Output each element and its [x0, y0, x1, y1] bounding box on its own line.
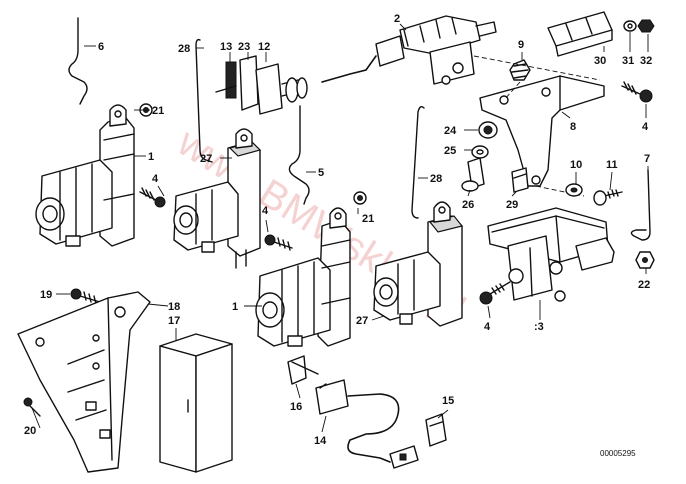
- label-29: 29: [506, 199, 518, 211]
- nut-21-b: [353, 191, 367, 205]
- nut-9: [509, 59, 531, 81]
- rod-28-b: [411, 105, 425, 219]
- bracket-8: [479, 75, 605, 187]
- mounting-plate-18: [17, 291, 151, 473]
- label-31: 31: [622, 55, 634, 67]
- bolt-26: [461, 157, 485, 192]
- rod-5: [288, 105, 310, 205]
- screw-11: [593, 189, 623, 206]
- microswitch-14: [315, 379, 419, 469]
- rod-28-a: [195, 38, 213, 163]
- screw-4-a: [139, 187, 166, 208]
- label-4-d: 4: [484, 321, 491, 333]
- label-11: 11: [606, 159, 618, 171]
- label-26: 26: [462, 199, 474, 211]
- grommet-24: [478, 121, 498, 139]
- clip-15: [425, 413, 447, 447]
- label-10: 10: [570, 159, 582, 171]
- label-1-a: 1: [148, 151, 154, 163]
- leader-lines: [31, 23, 649, 433]
- part-labels: 6 21 1 4 28 13 23 12 27 5 21 4 1 28 27 2…: [24, 13, 652, 447]
- dash-line-1: [473, 55, 601, 81]
- label-14: 14: [314, 435, 327, 447]
- label-5: 5: [318, 167, 324, 179]
- label-17: 17: [168, 315, 180, 327]
- screw-4-b: [264, 234, 293, 251]
- label-22: 22: [638, 279, 650, 291]
- lock-unit-3: [487, 207, 615, 302]
- label-4-a: 4: [152, 173, 159, 185]
- screw-20: [23, 397, 41, 417]
- actuator-27-upper: [173, 128, 262, 269]
- label-12: 12: [258, 41, 270, 53]
- label-16: 16: [290, 401, 302, 413]
- label-9: 9: [518, 39, 524, 51]
- label-13: 13: [220, 41, 232, 53]
- switch-assembly-13-23-12: [215, 55, 308, 115]
- label-23: 23: [238, 41, 250, 53]
- label-20: 20: [24, 425, 36, 437]
- label-28-b: 28: [430, 173, 442, 185]
- label-32: 32: [640, 55, 652, 67]
- label-7: 7: [644, 153, 650, 165]
- nut-32: [637, 19, 655, 33]
- motor-2: [321, 15, 497, 85]
- drawing-number: 00005295: [600, 449, 636, 458]
- label-21-a: 21: [152, 105, 164, 117]
- bushing-25: [471, 145, 489, 159]
- label-28-a: 28: [178, 43, 190, 55]
- label-27-a: 27: [200, 153, 212, 165]
- screw-19: [70, 288, 101, 305]
- label-19: 19: [40, 289, 52, 301]
- bracket-30: [547, 11, 613, 57]
- label-4-b: 4: [262, 205, 269, 217]
- label-21-b: 21: [362, 213, 374, 225]
- label-30: 30: [594, 55, 606, 67]
- spring-clip-7: [630, 169, 651, 241]
- screw-4-d: [479, 281, 511, 305]
- clip-29: [511, 167, 529, 193]
- label-8: 8: [570, 121, 576, 133]
- box-17: [159, 333, 233, 473]
- actuator-1-upper: [35, 104, 135, 247]
- label-27-b: 27: [356, 315, 368, 327]
- actuator-1-lower: [255, 207, 351, 347]
- switch-bracket-16: [287, 355, 319, 385]
- label-2: 2: [394, 13, 400, 25]
- actuator-27-lower: [373, 201, 464, 327]
- dash-line-2: [503, 81, 521, 101]
- washer-31: [623, 20, 637, 32]
- label-25: 25: [444, 145, 456, 157]
- rod-6: [68, 17, 88, 105]
- label-1-b: 1: [232, 301, 238, 313]
- label-6: 6: [98, 41, 104, 53]
- label-4-c: 4: [642, 121, 649, 133]
- label-15: 15: [442, 395, 454, 407]
- label-24: 24: [444, 125, 457, 137]
- nut-22: [635, 251, 655, 269]
- label-3: :3: [534, 321, 544, 333]
- label-18: 18: [168, 301, 180, 313]
- screw-4-c: [621, 81, 653, 103]
- washer-10: [565, 183, 583, 197]
